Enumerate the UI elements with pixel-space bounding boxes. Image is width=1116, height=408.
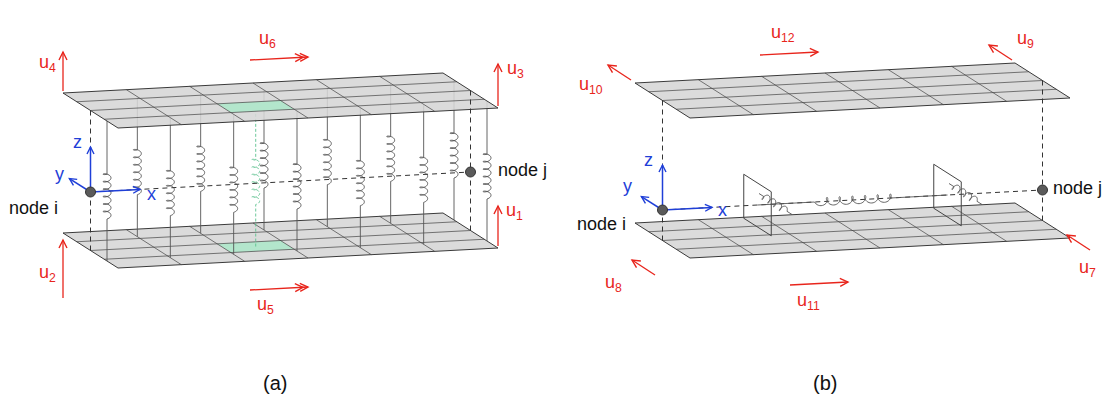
node-point bbox=[86, 187, 96, 197]
subscript: 11 bbox=[807, 299, 820, 313]
displacement-arrow bbox=[608, 65, 631, 80]
x-axis bbox=[91, 189, 141, 192]
x-axis bbox=[663, 207, 713, 210]
grid-line bbox=[104, 239, 484, 259]
plate-surface bbox=[63, 73, 498, 128]
grid-line bbox=[676, 89, 1056, 109]
displacement-label: u3 bbox=[506, 58, 525, 78]
grid-line bbox=[77, 222, 457, 242]
plate bbox=[63, 213, 498, 268]
subscript: 5 bbox=[267, 303, 274, 317]
node-label: node j bbox=[1052, 178, 1103, 198]
displacement-label: u11 bbox=[796, 290, 821, 310]
z-axis bbox=[90, 147, 92, 192]
plate-surface bbox=[635, 203, 1070, 258]
symbol: u bbox=[506, 200, 516, 220]
grid-line bbox=[649, 72, 1029, 92]
node-point bbox=[466, 167, 476, 177]
displacement-arrow bbox=[632, 260, 655, 275]
node-point bbox=[1038, 185, 1048, 195]
symbol: u bbox=[1017, 28, 1027, 48]
displacement-label: u10 bbox=[578, 74, 604, 94]
grid-line bbox=[91, 91, 471, 111]
axis-label: z bbox=[643, 150, 654, 170]
subscript: 1 bbox=[516, 209, 523, 223]
grid-line bbox=[663, 81, 1043, 101]
highlighted-element bbox=[217, 101, 294, 113]
rotation-arrow bbox=[250, 287, 308, 290]
plate-surface bbox=[63, 213, 498, 268]
symbol: u bbox=[507, 58, 517, 78]
axis-label: y bbox=[622, 176, 633, 196]
subscript: 8 bbox=[615, 281, 622, 295]
shear-spring bbox=[949, 184, 982, 205]
plate-surface bbox=[635, 63, 1070, 118]
reference-line bbox=[90, 111, 91, 251]
plate bbox=[63, 73, 498, 128]
displacement-arrow bbox=[1067, 235, 1090, 250]
reference-line bbox=[470, 91, 471, 231]
displacement-label: u6 bbox=[258, 28, 277, 48]
axial-spring bbox=[758, 194, 948, 206]
symbol: u bbox=[259, 28, 269, 48]
highlighted-spring bbox=[252, 107, 260, 247]
displacement-label: u7 bbox=[1078, 257, 1097, 277]
symbol: u bbox=[39, 262, 49, 282]
grid-line bbox=[77, 82, 457, 102]
axis-label: x bbox=[146, 184, 157, 204]
displacement-label: u12 bbox=[770, 22, 796, 42]
grid-line bbox=[676, 229, 1056, 249]
panel-label: (b) bbox=[812, 372, 838, 394]
symbol: u bbox=[771, 22, 781, 42]
panel-label: (a) bbox=[262, 372, 288, 394]
spring bbox=[483, 101, 491, 241]
grid-line bbox=[663, 221, 1043, 241]
displacement-arrow bbox=[790, 282, 848, 285]
displacement-label: u2 bbox=[38, 262, 57, 282]
subscript: 2 bbox=[49, 271, 56, 285]
axis-label: x bbox=[717, 200, 728, 220]
subscript: 10 bbox=[589, 83, 603, 97]
node-label: node i bbox=[8, 198, 59, 218]
axis-label: y bbox=[54, 164, 65, 184]
symbol: u bbox=[257, 294, 267, 314]
displacement-arrow bbox=[497, 206, 498, 246]
displacement-arrow bbox=[497, 64, 498, 106]
symbol: u bbox=[797, 290, 807, 310]
symbol: u bbox=[1079, 257, 1089, 277]
displacement-arrow bbox=[62, 52, 63, 91]
plate bbox=[635, 63, 1070, 118]
grid-line bbox=[91, 231, 471, 251]
grid-line bbox=[104, 99, 484, 119]
z-axis bbox=[662, 165, 664, 210]
displacement-arrow bbox=[760, 52, 818, 55]
node-point bbox=[658, 205, 668, 215]
displacement-arrow bbox=[62, 240, 63, 298]
displacement-label: u5 bbox=[256, 294, 275, 314]
displacement-label: u1 bbox=[505, 200, 524, 220]
node-label: node i bbox=[576, 214, 627, 234]
rotation-arrow bbox=[250, 57, 308, 60]
grid-line bbox=[649, 212, 1029, 232]
subscript: 3 bbox=[517, 67, 524, 81]
plate bbox=[635, 203, 1070, 258]
symbol: u bbox=[605, 272, 615, 292]
subscript: 6 bbox=[269, 37, 276, 51]
subscript: 7 bbox=[1089, 266, 1096, 280]
displacement-arrow bbox=[989, 45, 1012, 60]
axis-label: z bbox=[72, 132, 83, 152]
displacement-label: u9 bbox=[1016, 28, 1035, 48]
subscript: 4 bbox=[49, 61, 56, 75]
symbol: u bbox=[39, 52, 49, 72]
symbol: u bbox=[579, 74, 589, 94]
node-label: node j bbox=[497, 160, 548, 180]
reference-line bbox=[1042, 81, 1043, 221]
subscript: 12 bbox=[781, 31, 795, 45]
displacement-label: u8 bbox=[604, 272, 623, 292]
reference-line bbox=[662, 101, 663, 241]
subscript: 9 bbox=[1027, 37, 1034, 51]
displacement-label: u4 bbox=[38, 52, 57, 72]
